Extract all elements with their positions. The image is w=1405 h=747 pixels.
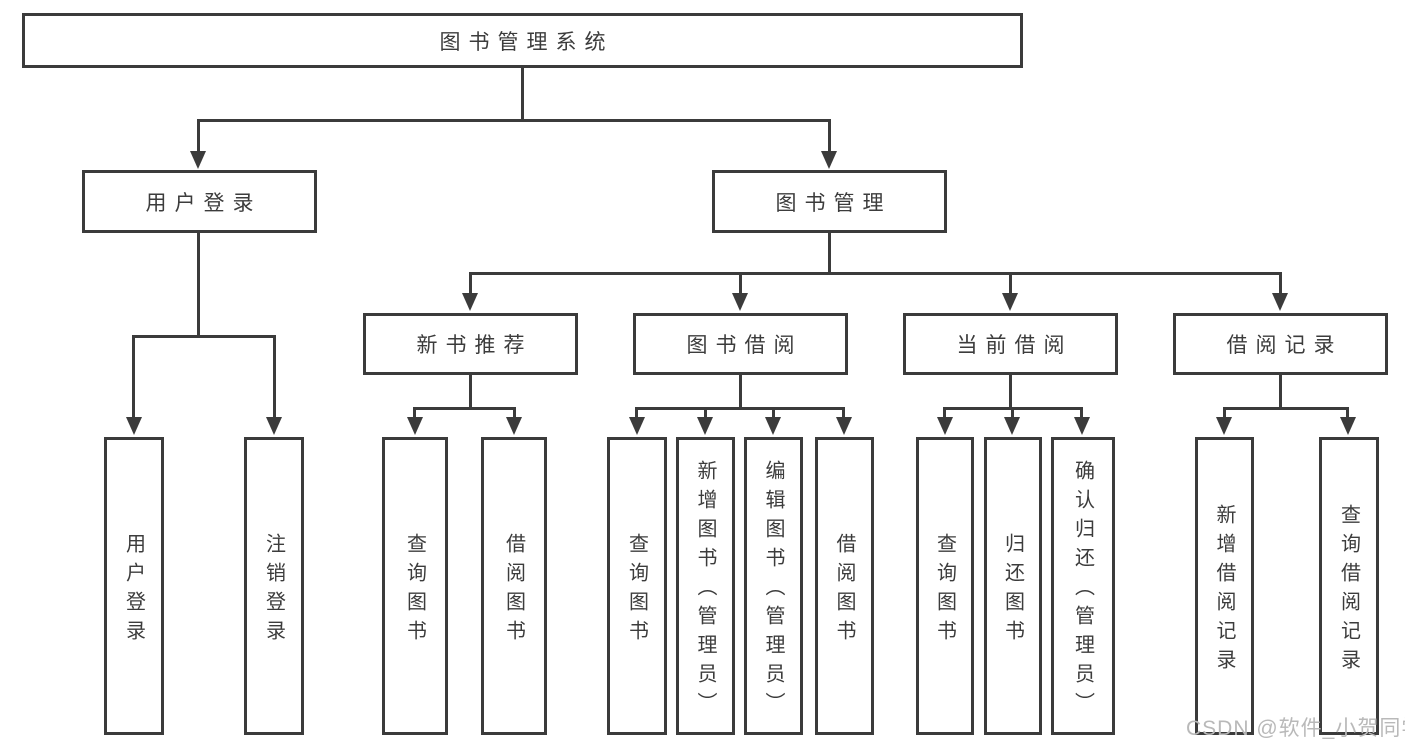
connector-line xyxy=(132,335,135,419)
leaf-label: 新增图书（管理员） xyxy=(694,460,716,721)
connector-line xyxy=(828,233,831,273)
node-new-book-recommend: 新书推荐 xyxy=(363,313,578,375)
arrow-down-icon xyxy=(1272,293,1288,311)
leaf-label: 确认归还（管理员） xyxy=(1071,460,1094,721)
node-book-management: 图书管理 xyxy=(712,170,947,233)
connector-line xyxy=(828,119,831,153)
node-book-borrow-label: 图书借阅 xyxy=(686,334,803,357)
leaf-label: 查询图书 xyxy=(625,532,648,649)
connector-line xyxy=(513,407,516,419)
connector-line xyxy=(1009,272,1012,294)
arrow-down-icon xyxy=(1216,417,1232,435)
connector-line xyxy=(635,407,845,410)
leaf-label: 查询图书 xyxy=(403,532,426,649)
node-current-borrow: 当前借阅 xyxy=(903,313,1118,375)
leaf-logout: 注销登录 xyxy=(244,437,304,735)
connector-line xyxy=(1080,407,1083,419)
leaf-user-login: 用户登录 xyxy=(104,437,164,735)
connector-line xyxy=(1279,375,1282,408)
leaf-query-borrow-record: 查询借阅记录 xyxy=(1319,437,1379,735)
arrow-down-icon xyxy=(732,293,748,311)
connector-line xyxy=(842,407,845,419)
node-user-login-label: 用户登录 xyxy=(145,191,262,215)
leaf-label: 归还图书 xyxy=(1001,532,1024,649)
leaf-label: 借阅图书 xyxy=(833,532,855,649)
connector-line xyxy=(469,375,472,408)
arrow-down-icon xyxy=(266,417,282,435)
leaf-return-books: 归还图书 xyxy=(984,437,1042,735)
leaf-label: 新增借阅记录 xyxy=(1213,503,1235,678)
node-new-book-recommend-label: 新书推荐 xyxy=(416,334,533,357)
node-root: 图书管理系统 xyxy=(22,13,1023,68)
connector-line xyxy=(413,407,516,410)
node-root-label: 图书管理系统 xyxy=(439,30,614,54)
leaf-borrow-books-1: 借阅图书 xyxy=(481,437,547,735)
arrow-down-icon xyxy=(407,417,423,435)
arrow-down-icon xyxy=(821,151,837,169)
connector-line xyxy=(635,407,638,419)
connector-line xyxy=(772,407,775,419)
leaf-label: 用户登录 xyxy=(122,532,145,649)
connector-line xyxy=(197,119,200,153)
leaf-label: 注销登录 xyxy=(262,532,285,649)
connector-line xyxy=(739,375,742,408)
leaf-label: 查询借阅记录 xyxy=(1337,503,1360,678)
leaf-query-books-1: 查询图书 xyxy=(382,437,448,735)
connector-line xyxy=(1223,407,1226,419)
arrow-down-icon xyxy=(937,417,953,435)
leaf-query-books-3: 查询图书 xyxy=(916,437,974,735)
node-book-management-label: 图书管理 xyxy=(775,191,892,215)
node-book-borrow: 图书借阅 xyxy=(633,313,848,375)
leaf-add-books-admin: 新增图书（管理员） xyxy=(676,437,735,735)
node-borrow-record-label: 借阅记录 xyxy=(1226,334,1343,357)
leaf-add-borrow-record: 新增借阅记录 xyxy=(1195,437,1254,735)
connector-line xyxy=(197,119,831,122)
arrow-down-icon xyxy=(190,151,206,169)
arrow-down-icon xyxy=(1002,293,1018,311)
connector-line xyxy=(1279,272,1282,294)
leaf-label: 查询图书 xyxy=(933,532,956,649)
arrow-down-icon xyxy=(765,417,781,435)
arrow-down-icon xyxy=(1340,417,1356,435)
connector-line xyxy=(1011,407,1014,419)
node-borrow-record: 借阅记录 xyxy=(1173,313,1388,375)
leaf-confirm-return-admin: 确认归还（管理员） xyxy=(1051,437,1115,735)
leaf-label: 编辑图书（管理员） xyxy=(762,460,784,721)
connector-line xyxy=(1009,375,1012,408)
connector-line xyxy=(469,272,1282,275)
connector-line xyxy=(273,335,276,419)
node-current-borrow-label: 当前借阅 xyxy=(956,334,1073,357)
node-user-login: 用户登录 xyxy=(82,170,317,233)
arrow-down-icon xyxy=(506,417,522,435)
leaf-label: 借阅图书 xyxy=(502,532,525,649)
connector-line xyxy=(1223,407,1349,410)
arrow-down-icon xyxy=(697,417,713,435)
leaf-edit-books-admin: 编辑图书（管理员） xyxy=(744,437,803,735)
arrow-down-icon xyxy=(126,417,142,435)
connector-line xyxy=(943,407,946,419)
connector-line xyxy=(521,68,524,122)
watermark-text: CSDN @软件_小贺同学 xyxy=(1186,717,1405,740)
connector-line xyxy=(197,233,200,335)
arrow-down-icon xyxy=(836,417,852,435)
leaf-borrow-books-2: 借阅图书 xyxy=(815,437,874,735)
leaf-query-books-2: 查询图书 xyxy=(607,437,667,735)
arrow-down-icon xyxy=(629,417,645,435)
connector-line xyxy=(413,407,416,419)
connector-line xyxy=(469,272,472,294)
arrow-down-icon xyxy=(462,293,478,311)
arrow-down-icon xyxy=(1004,417,1020,435)
connector-line xyxy=(739,272,742,294)
arrow-down-icon xyxy=(1074,417,1090,435)
connector-line xyxy=(704,407,707,419)
connector-line xyxy=(1346,407,1349,419)
connector-line xyxy=(132,335,276,338)
